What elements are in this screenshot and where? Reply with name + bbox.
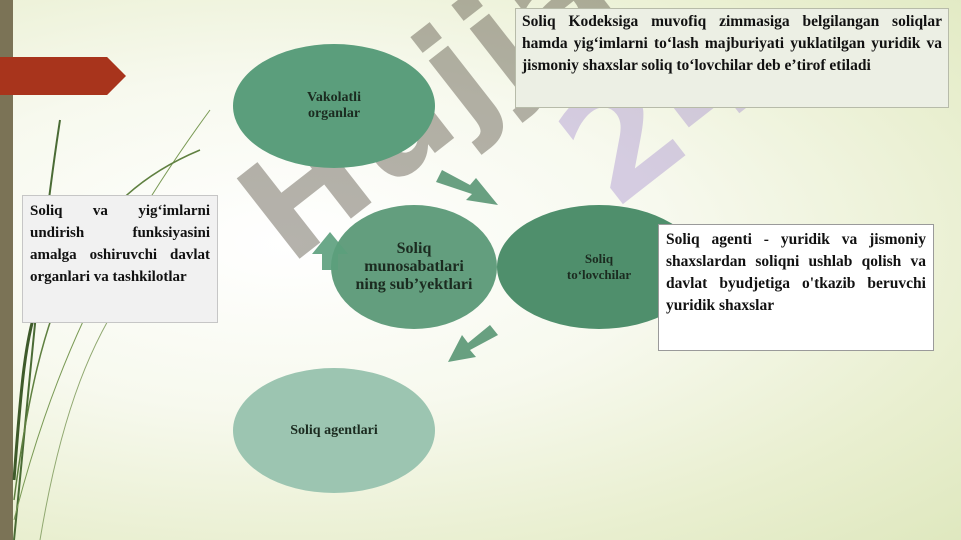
circle-label: Soliq munosabatlari ning sub’yektlari <box>355 240 473 293</box>
circle-label: Soliq to‘lovchilar <box>566 251 632 282</box>
definition-box-agentlar: Soliq agenti - yuridik va jismoniy shaxs… <box>658 224 934 351</box>
circle-soliq-agentlari: Soliq agentlari <box>233 368 435 493</box>
circle-label: Vakolatli organlar <box>307 90 361 121</box>
arrow-right-down-icon <box>436 170 498 205</box>
arrow-up-icon <box>312 232 348 270</box>
circle-vakolatli-organlar: Vakolatli organlar <box>233 44 435 168</box>
arrow-left-down-icon <box>448 325 498 362</box>
circle-label: Soliq agentlari <box>290 422 378 438</box>
left-decorative-band <box>0 0 13 540</box>
red-arrow-tag <box>0 57 126 95</box>
definition-box-tolovchilar: Soliq Kodeksiga muvofiq zimmasiga belgil… <box>515 8 949 108</box>
circle-soliq-subyektlari: Soliq munosabatlari ning sub’yektlari <box>331 205 497 329</box>
definition-box-organlar: Soliq va yig‘imlarni undirish funksiyasi… <box>22 195 218 323</box>
